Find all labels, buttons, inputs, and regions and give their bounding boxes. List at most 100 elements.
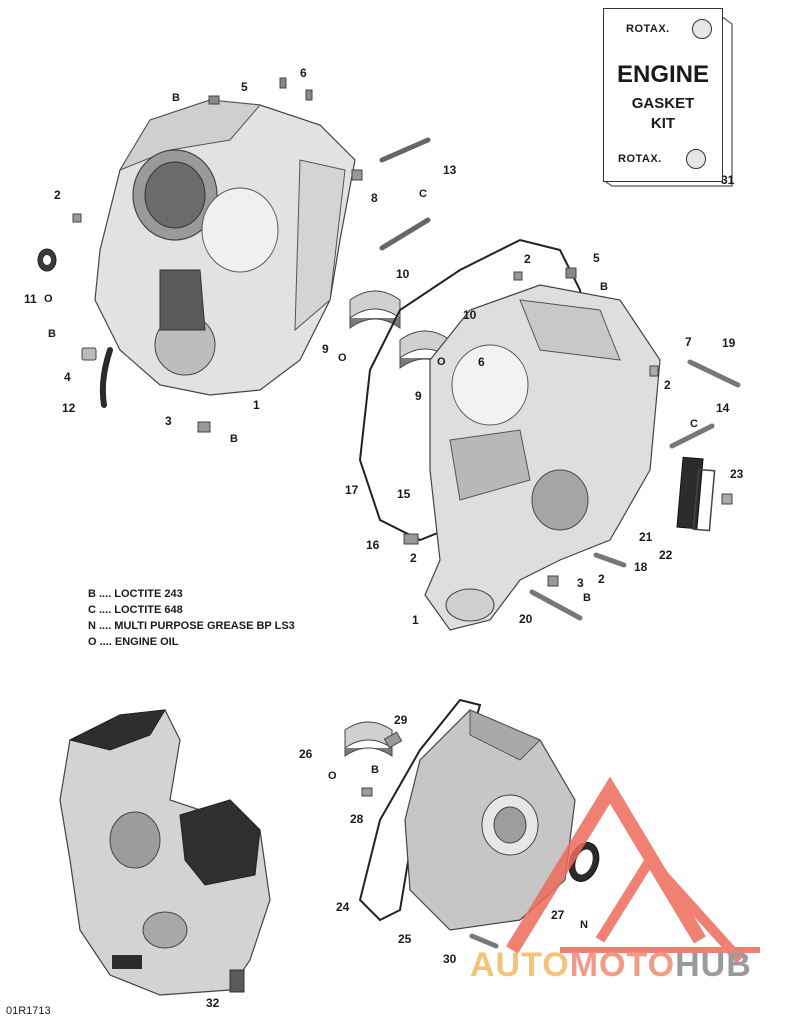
oil-tube — [99, 347, 113, 408]
plug-3-right — [547, 575, 559, 587]
callout-5: 5 — [241, 80, 248, 94]
callout-6: 6 — [300, 66, 307, 80]
plug-16 — [403, 533, 419, 545]
code-n-27: N — [580, 919, 588, 931]
watermark-text: AUTOMOTOHUB — [470, 946, 752, 985]
brp-badge-icon — [692, 19, 712, 39]
watermark-part-hub: HUB — [675, 946, 752, 984]
callout-11: 11 — [24, 292, 37, 306]
watermark-part-auto: AUTO — [470, 946, 570, 984]
callout-24: 24 — [336, 900, 350, 914]
callout-10b: 10 — [463, 308, 477, 322]
callout-4: 4 — [64, 370, 71, 384]
kit-title-kit: KIT — [650, 115, 676, 132]
callout-10: 10 — [396, 267, 410, 281]
plug-screw — [208, 95, 220, 105]
gasket-kit-card-edge — [602, 15, 733, 187]
screw-23 — [721, 493, 733, 505]
callout-31: 31 — [721, 173, 735, 187]
plug-4 — [81, 347, 97, 361]
callout-13: 13 — [443, 163, 457, 177]
kit-title-engine: ENGINE — [616, 61, 709, 88]
callout-12: 12 — [62, 401, 76, 415]
code-b-4: B — [48, 328, 56, 340]
callout-2e: 2 — [598, 572, 605, 586]
callout-21: 21 — [639, 530, 653, 544]
bolt-20 — [529, 589, 583, 621]
bushing-8 — [351, 169, 363, 181]
callout-22: 22 — [659, 548, 673, 562]
bolt-30 — [469, 933, 499, 949]
callout-2c: 2 — [664, 378, 671, 392]
code-o-11: O — [44, 293, 53, 305]
callout-16: 16 — [366, 538, 380, 552]
watermark-part-moto: MOTO — [569, 946, 676, 984]
legend-item-o: O .... ENGINE OIL — [88, 636, 179, 648]
sleeve-6a — [279, 77, 287, 89]
callout-19: 19 — [722, 336, 736, 350]
callout-3b: 3 — [577, 576, 584, 590]
callout-15: 15 — [397, 487, 411, 501]
plug-3 — [197, 421, 211, 433]
legend-item-n: N .... MULTI PURPOSE GREASE BP LS3 — [88, 620, 295, 632]
code-b-3: B — [230, 433, 238, 445]
lubricant-legend: B .... LOCTITE 243 C .... LOCTITE 648 N … — [88, 586, 295, 650]
callout-28: 28 — [350, 812, 364, 826]
bearing-26 — [344, 721, 393, 757]
callout-1b: 1 — [412, 613, 419, 627]
callout-1: 1 — [253, 398, 260, 412]
code-b-20: B — [583, 592, 591, 604]
callout-2b: 2 — [524, 252, 531, 266]
dowel-pin-right — [513, 271, 523, 281]
callout-17: 17 — [345, 483, 359, 497]
bearing-half-upper — [349, 290, 401, 329]
pin-7 — [649, 365, 659, 377]
code-o-26: O — [328, 770, 337, 782]
dowel-pin — [72, 213, 82, 223]
callout-18: 18 — [634, 560, 648, 574]
plug-screw-right — [565, 267, 577, 279]
callout-2: 2 — [54, 188, 61, 202]
code-c-14: C — [690, 418, 698, 430]
legend-item-b: B .... LOCTITE 243 — [88, 588, 183, 600]
code-o-10: O — [437, 356, 446, 368]
rotax-logo-top: ROTAX. — [626, 23, 670, 35]
gasket-21 — [676, 456, 704, 530]
callout-30: 30 — [443, 952, 457, 966]
complete-engine — [59, 709, 271, 996]
code-c-13: C — [419, 188, 427, 200]
right-crankcase-half — [424, 284, 661, 631]
callout-6b: 6 — [478, 355, 485, 369]
callout-7: 7 — [685, 335, 692, 349]
left-crankcase-half — [94, 99, 356, 396]
stud-13b — [379, 217, 431, 251]
stud-14 — [669, 423, 715, 449]
callout-14: 14 — [716, 401, 730, 415]
bolt-19 — [687, 359, 741, 388]
callout-9: 9 — [322, 342, 329, 356]
callout-20: 20 — [519, 612, 533, 626]
callout-27: 27 — [551, 908, 565, 922]
gasket-kit-card: ROTAX. ENGINE GASKET KIT ROTAX. — [603, 8, 723, 182]
rotax-logo-bottom: ROTAX. — [618, 153, 662, 165]
code-b-28: B — [371, 764, 379, 776]
bolt-18 — [593, 552, 627, 568]
callout-23: 23 — [730, 467, 744, 481]
brp-badge-icon-bottom — [686, 149, 706, 169]
code-b-5b: B — [600, 281, 608, 293]
callout-32: 32 — [206, 996, 220, 1010]
watermark-logo — [506, 776, 760, 964]
code-o-9: O — [338, 352, 347, 364]
callout-25: 25 — [398, 932, 412, 946]
kit-title-gasket: GASKET — [631, 95, 695, 112]
sleeve-29 — [383, 731, 403, 749]
callout-2d: 2 — [410, 551, 417, 565]
cover-22 — [692, 468, 716, 532]
sleeve-6b — [305, 89, 313, 101]
legend-item-c: C .... LOCTITE 648 — [88, 604, 183, 616]
oil-seal-small — [37, 248, 57, 272]
diagram-reference: 01R1713 — [6, 1005, 51, 1017]
callout-3: 3 — [165, 414, 172, 428]
